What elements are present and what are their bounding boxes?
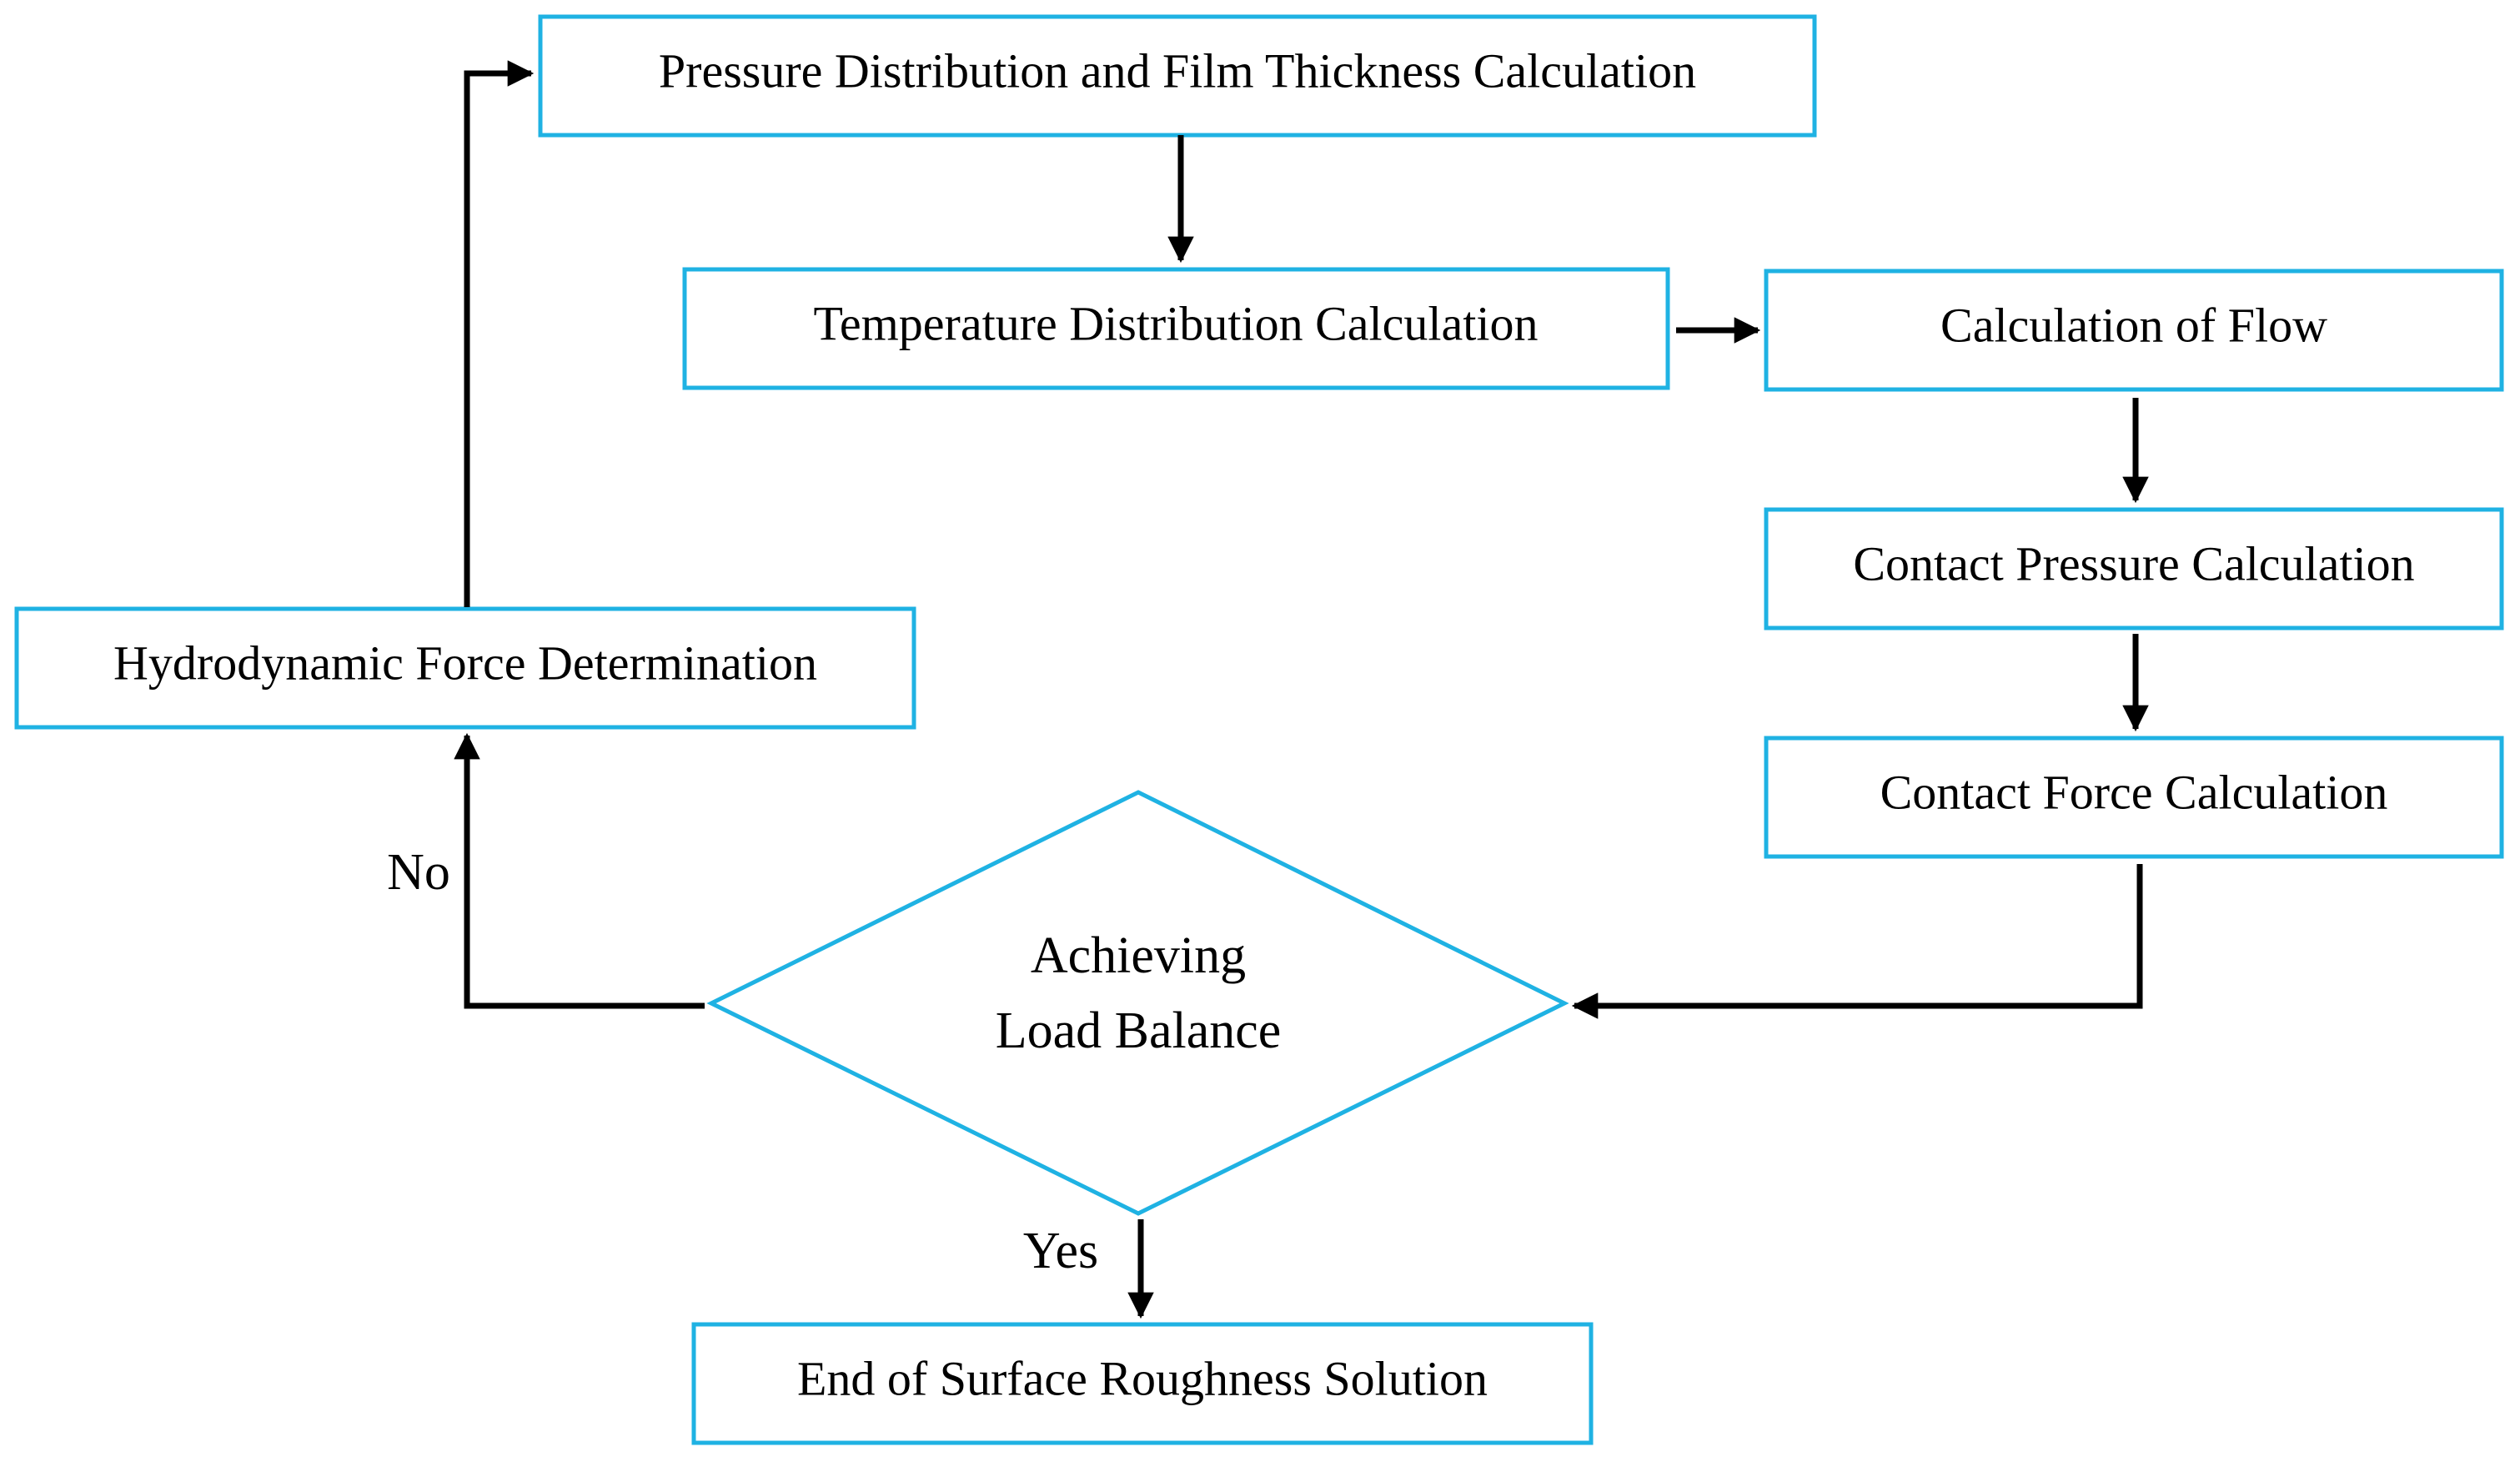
node-contact-pressure: Contact Pressure Calculation bbox=[1764, 507, 2504, 630]
node-calculation-of-flow-label: Calculation of Flow bbox=[1940, 298, 2327, 352]
node-calculation-of-flow-box bbox=[1764, 269, 2504, 392]
node-load-balance-decision: Achieving Load Balance bbox=[706, 790, 1569, 1216]
edge-label-yes: Yes bbox=[1023, 1223, 1098, 1279]
node-pressure-distribution-box bbox=[538, 14, 1817, 138]
node-hydrodynamic-force-box bbox=[14, 606, 916, 730]
node-end-solution-label: End of Surface Roughness Solution bbox=[797, 1351, 1488, 1405]
arrow-decision-no-to-hydrodynamic bbox=[454, 732, 705, 1009]
node-temperature-distribution-label: Temperature Distribution Calculation bbox=[814, 296, 1539, 350]
node-calculation-of-flow: Calculation of Flow bbox=[1764, 269, 2504, 392]
arrow-hydrodynamic-to-pressure bbox=[464, 60, 535, 607]
decision-label-line2: Load Balance bbox=[996, 1002, 1282, 1059]
node-contact-force-label: Contact Force Calculation bbox=[1880, 765, 2388, 819]
node-contact-force-box bbox=[1764, 736, 2504, 859]
decision-label-line1: Achieving bbox=[1031, 927, 1246, 984]
node-hydrodynamic-force-label: Hydrodynamic Force Determination bbox=[113, 636, 817, 690]
node-pressure-distribution-label: Pressure Distribution and Film Thickness… bbox=[659, 43, 1696, 98]
node-contact-force: Contact Force Calculation bbox=[1764, 736, 2504, 859]
edge-label-no: No bbox=[387, 844, 450, 901]
node-end-solution-box bbox=[691, 1322, 1594, 1445]
node-contact-pressure-label: Contact Pressure Calculation bbox=[1853, 536, 2414, 590]
node-end-solution: End of Surface Roughness Solution bbox=[691, 1322, 1594, 1445]
node-temperature-distribution: Temperature Distribution Calculation bbox=[682, 267, 1670, 390]
arrow-contact-force-to-decision bbox=[1571, 864, 2143, 1019]
node-contact-pressure-box bbox=[1764, 507, 2504, 630]
node-temperature-distribution-box bbox=[682, 267, 1670, 390]
decision-diamond bbox=[706, 790, 1569, 1216]
node-pressure-distribution: Pressure Distribution and Film Thickness… bbox=[538, 14, 1817, 138]
node-hydrodynamic-force: Hydrodynamic Force Determination bbox=[14, 606, 916, 730]
